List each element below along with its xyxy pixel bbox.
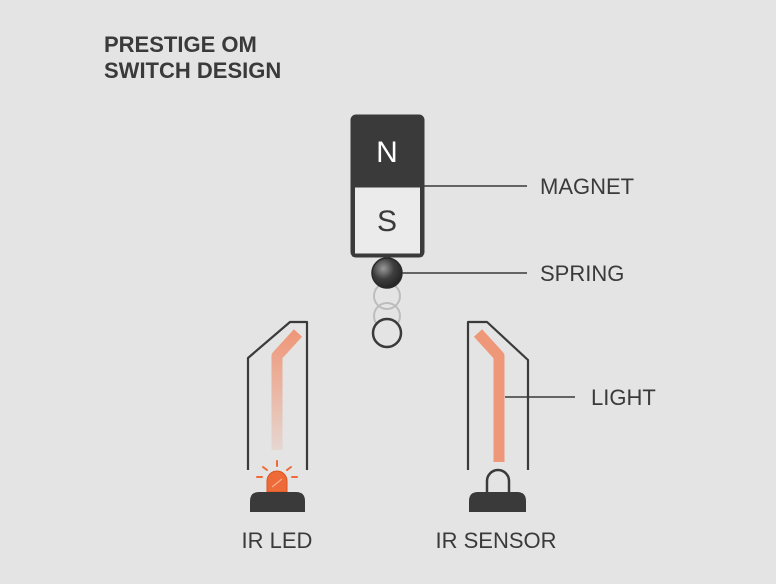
light-beam-left xyxy=(271,329,303,450)
magnet-south xyxy=(352,184,423,257)
left-light-guide xyxy=(246,320,309,470)
spring-icon xyxy=(371,282,403,349)
magnet-north xyxy=(352,116,423,186)
title-line-2: SWITCH DESIGN xyxy=(104,58,281,83)
title-line-1: PRESTIGE OM xyxy=(104,32,257,57)
ir-led-label: IR LED xyxy=(242,528,313,553)
light-beam-right xyxy=(473,329,505,462)
ir-sensor-icon xyxy=(469,468,526,512)
ir-led-icon xyxy=(250,460,305,512)
spring-active-ring xyxy=(371,317,403,349)
magnet-north-label: N xyxy=(376,136,398,169)
spring-label: SPRING xyxy=(540,261,624,286)
ir-sensor-label: IR SENSOR xyxy=(435,528,556,553)
magnet: N S xyxy=(350,114,425,258)
spring-ball xyxy=(371,257,403,289)
magnet-label: MAGNET xyxy=(540,174,634,199)
light-beam xyxy=(271,327,505,462)
light-label: LIGHT xyxy=(591,385,656,410)
magnet-south-label: S xyxy=(377,205,397,238)
